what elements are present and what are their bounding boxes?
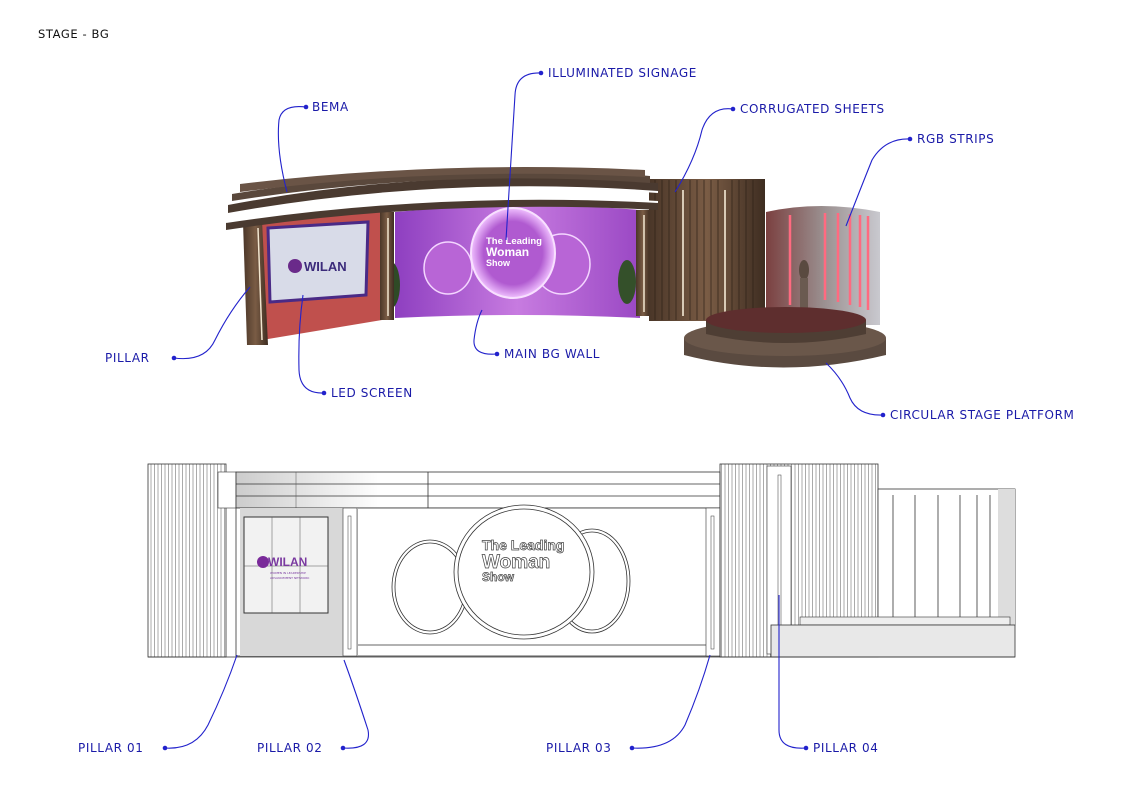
- label-bema: BEMA: [312, 100, 349, 114]
- rgb-strips: [788, 213, 870, 310]
- elevation-signage-line3: Show: [482, 570, 515, 584]
- elevation-wilan-tagline1: WOMEN IN LEADERSHIP: [270, 571, 306, 575]
- elevation-wilan-logo: WILAN: [268, 555, 307, 569]
- bema: [225, 167, 659, 230]
- elevation-cylinder: [877, 488, 1016, 626]
- elevation-signage-line2: Woman: [482, 552, 550, 573]
- elevation-stage-platform: [770, 624, 1016, 658]
- circular-stage-platform: [684, 307, 886, 368]
- cylinder-backdrop: [766, 206, 880, 325]
- stage-elevation: WILAN WOMEN IN LEADERSHIP ADVANCEMENT NE…: [147, 463, 1016, 658]
- label-pillar-04: PILLAR 04: [813, 741, 878, 755]
- plant-icon: [618, 260, 636, 304]
- diagram-title: STAGE - BG: [38, 27, 109, 41]
- signage-line3: Show: [486, 258, 511, 268]
- corrugated-sheets: [649, 179, 765, 321]
- label-pillar-01: PILLAR 01: [78, 741, 143, 755]
- elevation-signage: [391, 504, 631, 640]
- label-circular-stage-platform: CIRCULAR STAGE PLATFORM: [890, 408, 1075, 422]
- led-screen: [266, 220, 370, 304]
- label-led-screen: LED SCREEN: [331, 386, 413, 400]
- elevation-signage-line1: The Leading: [482, 537, 564, 553]
- label-pillar-03: PILLAR 03: [546, 741, 611, 755]
- elevation-bema: [235, 471, 721, 509]
- elevation-callouts: PILLAR 01 PILLAR 02 PILLAR 03 PILLAR 04: [78, 595, 878, 755]
- label-corrugated-sheets: CORRUGATED SHEETS: [740, 102, 885, 116]
- label-rgb-strips: RGB STRIPS: [917, 132, 994, 146]
- wilan-logo: WILAN: [304, 259, 347, 274]
- illuminated-signage: [470, 207, 556, 299]
- elevation-pillar-left: [147, 463, 227, 658]
- label-pillar: PILLAR: [105, 351, 150, 365]
- label-main-bg-wall: MAIN BG WALL: [504, 347, 600, 361]
- signage-line2: Woman: [486, 245, 529, 259]
- label-illuminated-signage: ILLUMINATED SIGNAGE: [548, 66, 697, 80]
- presenter-figure: [799, 260, 809, 280]
- stage-render: The Leading Woman Show WILAN: [225, 167, 886, 368]
- elevation-wilan-tagline2: ADVANCEMENT NETWORK: [270, 576, 310, 580]
- signage-line1: The Leading: [486, 236, 542, 247]
- label-pillar-02: PILLAR 02: [257, 741, 322, 755]
- render-callouts: BEMA ILLUMINATED SIGNAGE CORRUGATED SHEE…: [105, 66, 1075, 422]
